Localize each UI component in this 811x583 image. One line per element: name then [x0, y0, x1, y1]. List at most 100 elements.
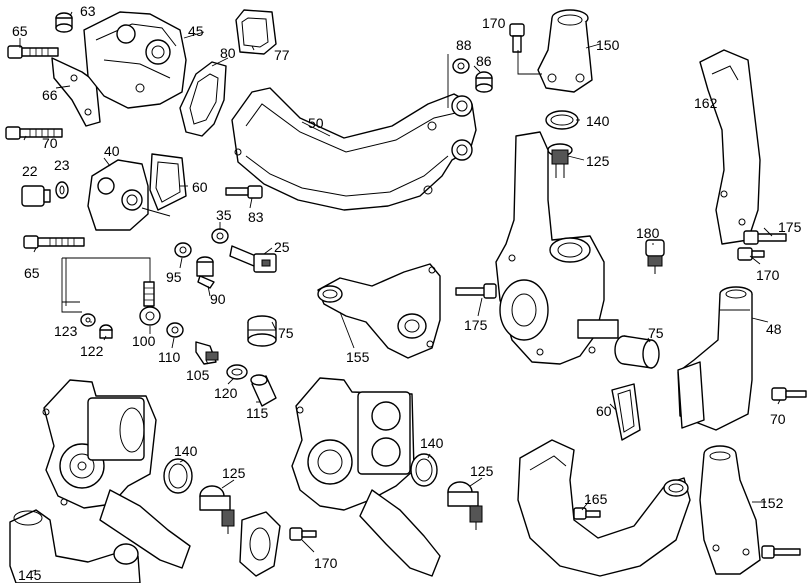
cover-small-middle [239, 511, 281, 577]
label-45: 45 [188, 23, 204, 39]
label-110: 110 [158, 349, 181, 365]
oring-140-middle [410, 453, 438, 487]
label-65: 65 [24, 265, 40, 281]
label-170: 170 [314, 555, 338, 571]
cap-63 [55, 12, 73, 33]
label-155: 155 [346, 349, 370, 365]
label-165: 165 [584, 491, 608, 507]
bolt-65-top [7, 45, 59, 59]
label-25: 25 [274, 239, 290, 255]
label-23: 23 [54, 157, 70, 173]
elbow-48 [677, 286, 753, 431]
label-63: 63 [80, 3, 96, 19]
label-77: 77 [274, 47, 290, 63]
pump-housing-left [42, 379, 191, 569]
bolt-65-mid [23, 235, 85, 249]
label-150: 150 [596, 37, 620, 53]
label-75: 75 [648, 325, 664, 341]
bolt-175-right [743, 230, 787, 245]
leader-lines [19, 11, 781, 573]
thermostat-125-middle [447, 481, 483, 530]
label-95: 95 [166, 269, 182, 285]
washer-123 [80, 313, 96, 327]
plug-22 [21, 185, 51, 207]
label-22: 22 [22, 163, 38, 179]
pipe-50 [231, 87, 477, 211]
washer-23 [55, 181, 69, 199]
bolt-70-right [771, 387, 807, 401]
label-175: 175 [464, 317, 488, 333]
label-88: 88 [456, 37, 472, 53]
sleeve-75-left [247, 315, 277, 347]
bolt-170-bottom [289, 527, 317, 541]
elbow-155 [317, 263, 441, 359]
label-122: 122 [80, 343, 104, 359]
callout-labels: 63 45 65 80 77 66 170 150 88 86 162 50 7… [12, 3, 802, 583]
label-170: 170 [482, 15, 506, 31]
bolt-152-bottom [761, 545, 801, 559]
bracket-66 [51, 57, 101, 127]
thermostat-125-top [547, 143, 573, 178]
bolt-170-top [509, 23, 525, 53]
label-140: 140 [586, 113, 610, 129]
sensor-25 [229, 245, 277, 273]
housing-150 [537, 9, 593, 93]
label-75: 75 [278, 325, 294, 341]
sleeve-115 [250, 374, 277, 407]
label-48: 48 [766, 321, 782, 337]
bolt-170-right [737, 247, 765, 261]
label-115: 115 [246, 405, 269, 421]
label-60: 60 [192, 179, 208, 195]
oring-140-left [163, 458, 193, 494]
label-140: 140 [174, 443, 198, 459]
label-125: 125 [586, 153, 610, 169]
label-50: 50 [308, 115, 324, 131]
bolt-83 [225, 185, 263, 199]
washer-35 [211, 228, 229, 244]
sensor-180 [645, 239, 665, 274]
label-175: 175 [778, 219, 802, 235]
label-80: 80 [220, 45, 236, 61]
label-70: 70 [42, 135, 58, 151]
label-60: 60 [596, 403, 612, 419]
label-105: 105 [186, 367, 210, 383]
pump-housing-middle [291, 377, 441, 577]
sensor-90 [196, 256, 215, 289]
label-162: 162 [694, 95, 718, 111]
label-86: 86 [476, 53, 492, 69]
clip-120 [226, 364, 248, 380]
label-40: 40 [104, 143, 120, 159]
manifold-45 [83, 11, 187, 109]
label-140: 140 [420, 435, 444, 451]
gasket-80 [179, 61, 227, 137]
thermostat-125-left [199, 485, 235, 534]
housing-40 [87, 159, 171, 231]
label-83: 83 [248, 209, 264, 225]
label-66: 66 [42, 87, 58, 103]
pipe-162 [699, 49, 761, 245]
oring-140-top [545, 110, 579, 130]
label-125: 125 [470, 463, 494, 479]
label-170: 170 [756, 267, 780, 283]
label-65: 65 [12, 23, 28, 39]
label-152: 152 [760, 495, 784, 511]
label-35: 35 [216, 207, 232, 223]
pump-body [495, 131, 619, 365]
label-90: 90 [210, 291, 226, 307]
gasket-60-right [611, 383, 641, 441]
pipe-145 [9, 509, 141, 583]
gasket-77 [235, 9, 277, 55]
bolt-70-left [5, 126, 63, 140]
plug-122 [99, 324, 113, 339]
plug-86 [475, 71, 493, 93]
sleeve-75-right [614, 335, 660, 369]
gasket-60-left [149, 153, 187, 211]
label-180: 180 [636, 225, 660, 241]
label-125: 125 [222, 465, 246, 481]
bolt-175-center [455, 283, 497, 299]
label-70: 70 [770, 411, 786, 427]
label-100: 100 [132, 333, 156, 349]
washer-88 [452, 58, 470, 74]
pipe-165 [517, 439, 691, 577]
